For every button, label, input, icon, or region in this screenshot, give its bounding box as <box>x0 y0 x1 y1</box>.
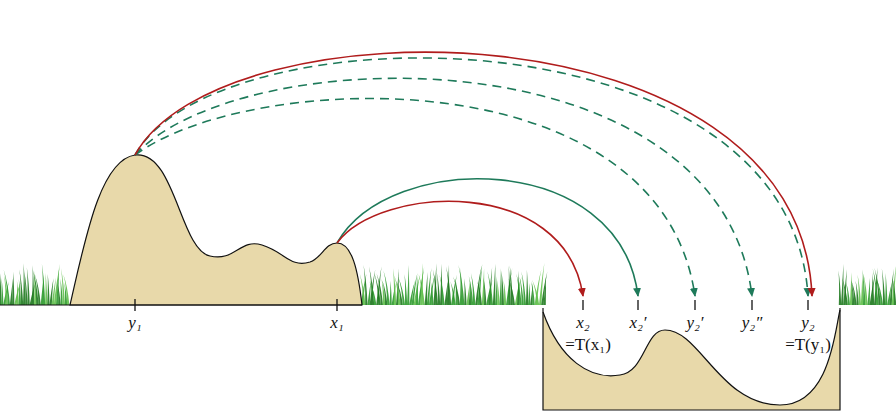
hole-outline <box>543 308 840 410</box>
sand-surface <box>543 310 840 405</box>
axis-label: y₁ <box>128 314 141 333</box>
axis-label: y₂′ <box>686 314 703 333</box>
axis-label: y₂ <box>801 314 814 333</box>
transport-arrows <box>135 52 812 296</box>
ground-line <box>0 305 362 306</box>
axis-label: y₂″ <box>742 314 763 333</box>
axis-label: =T(y₁) <box>785 336 831 355</box>
axis-label: x₂′ <box>629 314 646 333</box>
axis-label: x₂ <box>576 314 589 333</box>
axis-label: x₁ <box>330 314 343 333</box>
sand-fill <box>543 310 840 410</box>
axis-label: =T(x₁) <box>565 336 611 355</box>
ticks <box>135 299 808 311</box>
sand-pile <box>70 155 362 305</box>
